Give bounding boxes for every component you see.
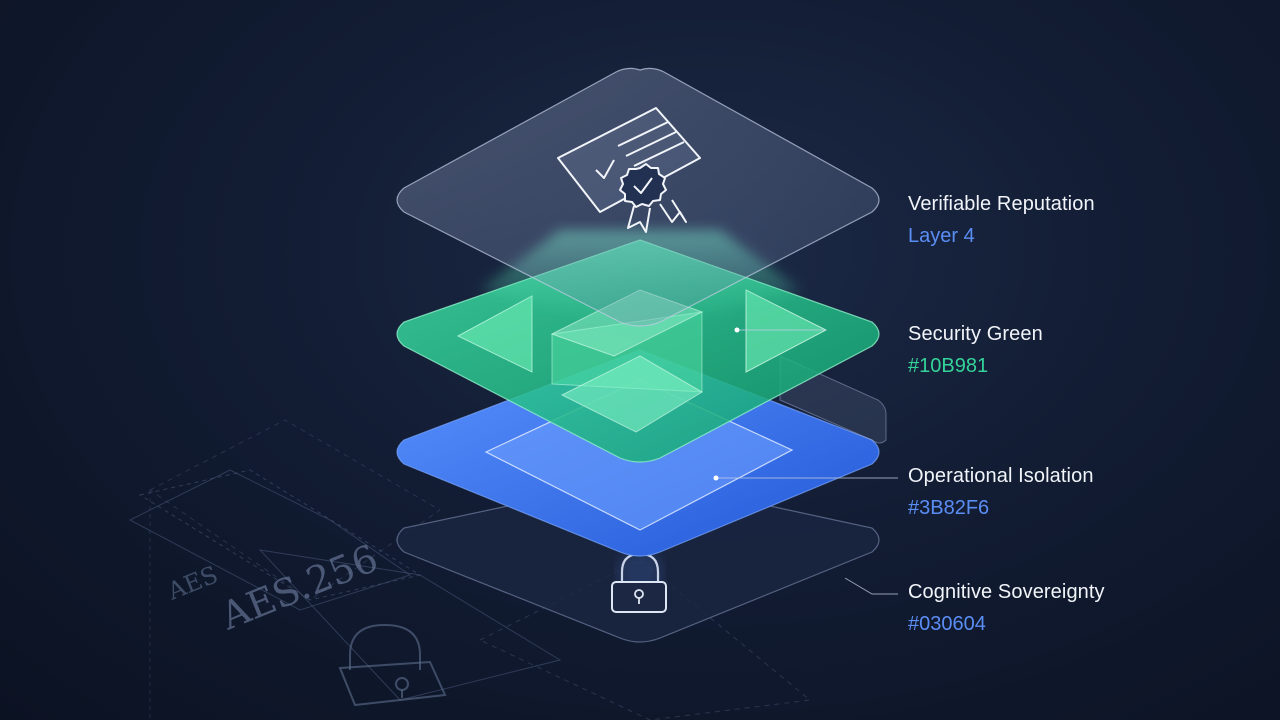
label-title: Verifiable Reputation: [908, 193, 1095, 215]
connector-lines: [713, 327, 898, 595]
lock-icon: [611, 550, 667, 613]
background-blueprint: [128, 419, 812, 720]
background-lock-icon: [338, 623, 447, 707]
label-title: Security Green: [908, 323, 1043, 345]
label-operational-isolation: Operational Isolation #3B82F6: [908, 464, 1094, 520]
aes-large-text: AES.256: [214, 536, 384, 639]
layer-verifiable-reputation: [396, 67, 880, 327]
certificate-icon: [557, 107, 701, 233]
label-subtitle: #030604: [908, 613, 986, 635]
background-aes-text: AES AES.256: [163, 536, 384, 639]
label-subtitle: #10B981: [908, 355, 989, 377]
label-cognitive-sovereignty: Cognitive Sovereignty #030604: [908, 580, 1105, 636]
label-security-green: Security Green #10B981: [908, 322, 1043, 378]
label-verifiable-reputation: Verifiable Reputation Layer 4: [908, 192, 1095, 248]
label-title: Cognitive Sovereignty: [908, 581, 1105, 603]
aes-small-text: AES: [163, 560, 222, 606]
label-subtitle: Layer 4: [908, 225, 975, 247]
label-subtitle: #3B82F6: [908, 497, 990, 519]
layer-cognitive-sovereignty: [396, 477, 880, 643]
label-title: Operational Isolation: [908, 465, 1094, 487]
